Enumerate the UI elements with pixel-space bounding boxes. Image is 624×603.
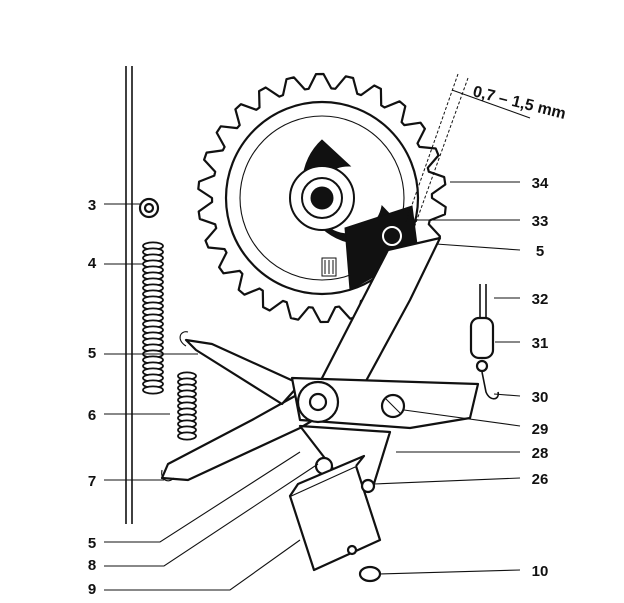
labels-left: 3 4 5 6 7 5 8 9	[88, 197, 97, 598]
leader-right-6	[493, 393, 521, 397]
leader-right-3	[435, 243, 521, 251]
leader-left-8	[104, 539, 301, 591]
leader-left-7	[104, 463, 319, 567]
leader-right-7	[403, 409, 521, 427]
label-right-2: 33	[532, 213, 549, 230]
label-left-5: 7	[88, 473, 96, 490]
leader-left-6	[104, 451, 301, 543]
solenoid-block	[288, 454, 382, 583]
label-left-8: 9	[88, 581, 96, 598]
label-right-10: 10	[532, 563, 549, 580]
label-right-3: 5	[536, 243, 544, 260]
spring-lower	[177, 371, 197, 441]
label-left-6: 5	[88, 535, 96, 552]
cam-disc	[224, 100, 420, 296]
label-left-3: 5	[88, 345, 96, 362]
label-left-7: 8	[88, 557, 96, 574]
leader-lines	[104, 181, 521, 591]
labels-right: 34 33 5 32 31 30 29 28 26 10	[532, 175, 549, 580]
label-right-1: 34	[532, 175, 549, 192]
chain-link	[469, 284, 500, 400]
dimension-text: 0,7 – 1,5 mm	[471, 83, 567, 123]
leader-right-9	[373, 477, 521, 485]
leader-right-10	[379, 569, 521, 575]
spring-upper	[142, 241, 164, 395]
label-left-4: 6	[88, 407, 96, 424]
label-right-7: 29	[532, 421, 549, 438]
coil-springs	[138, 197, 197, 482]
label-left-2: 4	[88, 255, 97, 272]
label-right-9: 26	[532, 471, 549, 488]
label-left-1: 3	[88, 197, 96, 214]
frame-rails	[125, 66, 133, 524]
lever-arm	[160, 236, 480, 492]
label-right-5: 31	[532, 335, 549, 352]
label-right-6: 30	[532, 389, 549, 406]
label-right-8: 28	[532, 445, 549, 462]
label-right-4: 32	[532, 291, 549, 308]
